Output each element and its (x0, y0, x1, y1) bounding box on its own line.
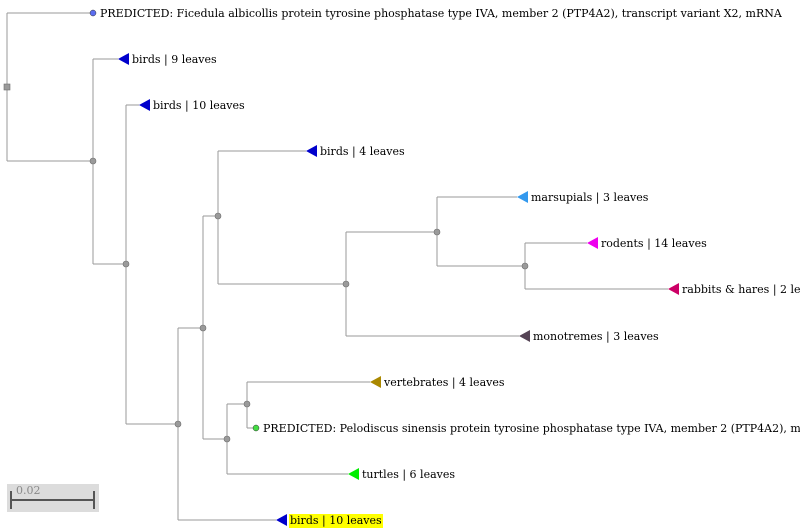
leaf-birds-10b-triangle-icon (276, 514, 287, 526)
node-n5[interactable] (214, 212, 222, 220)
leaf-birds-10a[interactable]: birds | 10 leaves (139, 99, 245, 113)
tree-leaves: PREDICTED: Ficedula albicollis protein t… (89, 7, 800, 528)
leaf-birds-9-triangle-icon (118, 53, 129, 65)
node-n1[interactable] (89, 157, 97, 165)
leaf-birds-10b[interactable]: birds | 10 leaves (276, 514, 384, 528)
leaf-marsupials[interactable]: marsupials | 3 leaves (517, 191, 649, 205)
leaf-birds-10a-triangle-icon (139, 99, 150, 111)
leaf-ficedula-dot-icon (89, 9, 97, 17)
leaf-vertebrates-label: vertebrates | 4 leaves (383, 376, 505, 390)
scale-bar-line (10, 499, 95, 501)
node-n8[interactable] (223, 435, 231, 443)
node-n7[interactable] (433, 228, 441, 236)
leaf-rodents-label: rodents | 14 leaves (601, 237, 707, 251)
leaf-pelodiscus-label: PREDICTED: Pelodiscus sinensis protein t… (263, 422, 800, 435)
leaf-birds-9[interactable]: birds | 9 leaves (118, 53, 217, 67)
leaf-rabbits-triangle-icon (668, 283, 679, 295)
leaf-rodents[interactable]: rodents | 14 leaves (587, 237, 707, 251)
node-n2[interactable] (122, 260, 130, 268)
leaf-ficedula[interactable]: PREDICTED: Ficedula albicollis protein t… (89, 7, 783, 20)
leaf-turtles-label: turtles | 6 leaves (362, 468, 455, 482)
leaf-monotremes-label: monotremes | 3 leaves (533, 330, 659, 344)
leaf-rabbits-label: rabbits & hares | 2 leaves (682, 283, 800, 297)
node-root[interactable] (3, 83, 11, 91)
scale-bar-label: 0.02 (16, 484, 41, 497)
leaf-rodents-triangle-icon (587, 237, 598, 249)
leaf-pelodiscus[interactable]: PREDICTED: Pelodiscus sinensis protein t… (252, 422, 800, 435)
leaf-birds-9-label: birds | 9 leaves (132, 53, 217, 67)
node-n6[interactable] (342, 280, 350, 288)
leaf-rabbits[interactable]: rabbits & hares | 2 leaves (668, 283, 800, 297)
leaf-birds-10b-highlight (289, 514, 384, 528)
scale-bar (7, 484, 99, 512)
leaf-marsupials-label: marsupials | 3 leaves (531, 191, 649, 205)
node-n7b[interactable] (521, 262, 529, 270)
tree-branches (6, 12, 668, 521)
tree-nodes (3, 83, 529, 443)
leaf-pelodiscus-dot-icon (252, 424, 260, 432)
leaf-monotremes-triangle-icon (519, 330, 530, 342)
leaf-turtles[interactable]: turtles | 6 leaves (348, 468, 455, 482)
leaf-birds-10b-label: birds | 10 leaves (290, 514, 382, 528)
leaf-marsupials-triangle-icon (517, 191, 528, 203)
leaf-birds-4-label: birds | 4 leaves (320, 145, 405, 159)
node-n4[interactable] (199, 324, 207, 332)
leaf-ficedula-label: PREDICTED: Ficedula albicollis protein t… (100, 7, 783, 20)
scale-bar-tick-left (10, 491, 12, 509)
leaf-birds-10a-label: birds | 10 leaves (153, 99, 245, 113)
leaf-birds-4-triangle-icon (306, 145, 317, 157)
leaf-vertebrates-triangle-icon (370, 376, 381, 388)
node-n3[interactable] (174, 420, 182, 428)
leaf-monotremes[interactable]: monotremes | 3 leaves (519, 330, 659, 344)
node-n9[interactable] (243, 400, 251, 408)
leaf-turtles-triangle-icon (348, 468, 359, 480)
scale-bar-tick-right (93, 491, 95, 509)
leaf-vertebrates[interactable]: vertebrates | 4 leaves (370, 376, 505, 390)
leaf-birds-4[interactable]: birds | 4 leaves (306, 145, 405, 159)
